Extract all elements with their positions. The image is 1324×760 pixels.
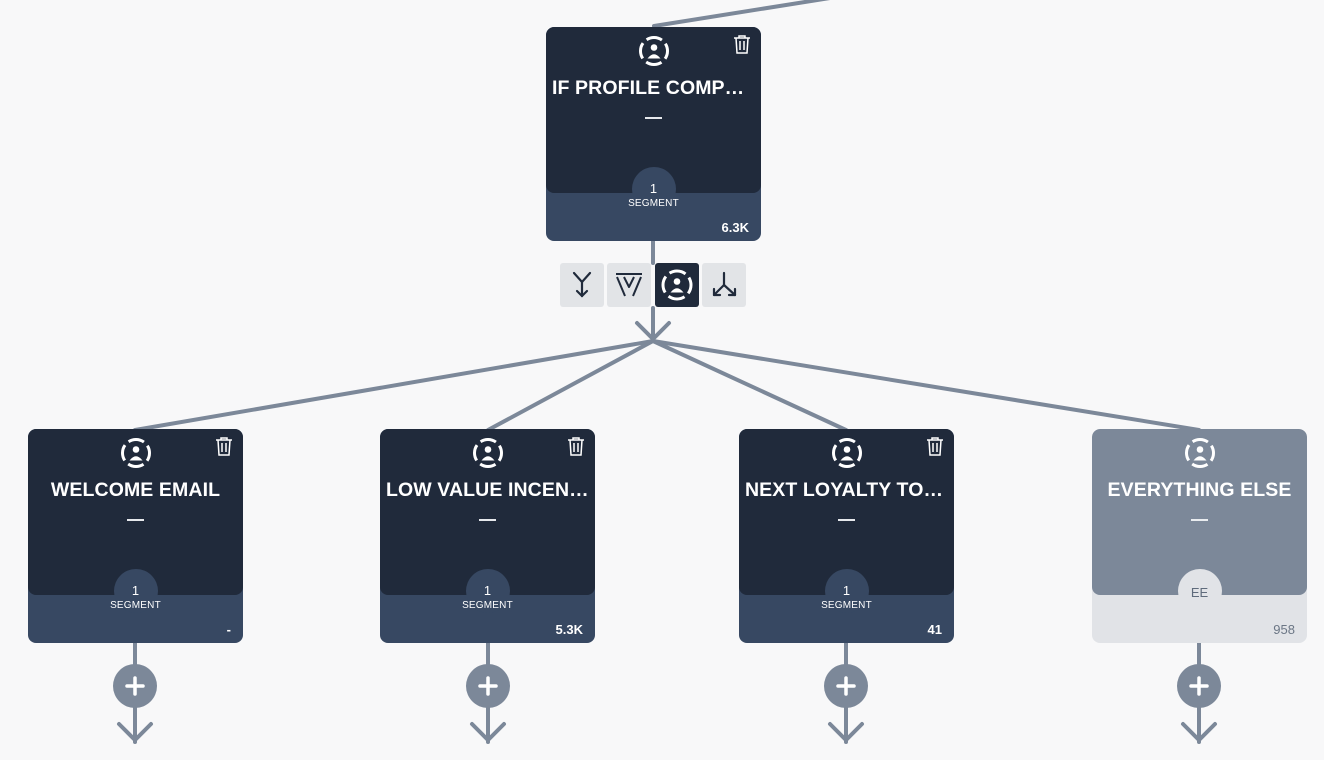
segment-icon: [832, 438, 862, 468]
add-step-button[interactable]: [824, 664, 868, 708]
add-step-button[interactable]: [1177, 664, 1221, 708]
segment-icon: [661, 269, 693, 301]
trash-icon[interactable]: [567, 436, 585, 456]
segment-label: SEGMENT: [628, 198, 679, 209]
segment-badge: [825, 569, 869, 613]
filter-button[interactable]: [607, 263, 651, 307]
trash-icon[interactable]: [733, 34, 751, 54]
segment-count: 1: [483, 583, 492, 598]
everything-else-badge: [1178, 569, 1222, 613]
merge-split-button[interactable]: [560, 263, 604, 307]
node-subtitle-dash: [479, 519, 496, 521]
node-stat: 5.3K: [555, 622, 583, 637]
node-stat: 41: [927, 622, 942, 637]
branch-node-low-value-incentive[interactable]: LOW VALUE INCENTI... 1 SEGMENT 5.3K: [380, 429, 595, 643]
segment-icon: [473, 438, 503, 468]
segment-badge: [466, 569, 510, 613]
segment-icon: [1185, 438, 1215, 468]
branch-node-welcome-email[interactable]: WELCOME EMAIL 1 SEGMENT -: [28, 429, 243, 643]
node-title: IF PROFILE COMPLE...: [552, 77, 755, 99]
root-node[interactable]: IF PROFILE COMPLE... 1 SEGMENT 6.3K: [546, 27, 761, 241]
badge-label: EE: [1190, 585, 1209, 600]
segment-button[interactable]: [655, 263, 699, 307]
trash-icon[interactable]: [215, 436, 233, 456]
node-title: EVERYTHING ELSE: [1107, 479, 1292, 501]
segment-badge: [632, 167, 676, 211]
plus-icon: [125, 676, 145, 696]
node-title: NEXT LOYALTY TOU...: [745, 479, 948, 501]
add-step-button[interactable]: [466, 664, 510, 708]
node-subtitle-dash: [645, 117, 662, 119]
plus-icon: [836, 676, 856, 696]
segment-label: SEGMENT: [462, 600, 513, 611]
node-subtitle-dash: [1191, 519, 1208, 521]
segment-badge: [114, 569, 158, 613]
segment-label: SEGMENT: [110, 600, 161, 611]
node-stat: -: [226, 622, 231, 637]
node-stat: 958: [1273, 622, 1295, 637]
node-subtitle-dash: [838, 519, 855, 521]
split-icon: [712, 271, 737, 297]
merge-split-icon: [572, 271, 592, 298]
node-toolbar: [560, 263, 748, 308]
plus-icon: [478, 676, 498, 696]
node-subtitle-dash: [127, 519, 144, 521]
trash-icon[interactable]: [926, 436, 944, 456]
segment-count: 1: [131, 583, 140, 598]
filter-icon: [616, 273, 642, 297]
branch-node-everything-else[interactable]: EVERYTHING ELSE EE 958: [1092, 429, 1307, 643]
branch-node-next-loyalty-touch[interactable]: NEXT LOYALTY TOU... 1 SEGMENT 41: [739, 429, 954, 643]
node-title: LOW VALUE INCENTI...: [386, 479, 589, 501]
segment-icon: [639, 36, 669, 66]
add-step-button[interactable]: [113, 664, 157, 708]
plus-icon: [1189, 676, 1209, 696]
split-button[interactable]: [702, 263, 746, 307]
segment-count: 1: [842, 583, 851, 598]
node-title: WELCOME EMAIL: [50, 479, 221, 501]
segment-icon: [121, 438, 151, 468]
node-stat: 6.3K: [721, 220, 749, 235]
segment-count: 1: [649, 181, 658, 196]
segment-label: SEGMENT: [821, 600, 872, 611]
